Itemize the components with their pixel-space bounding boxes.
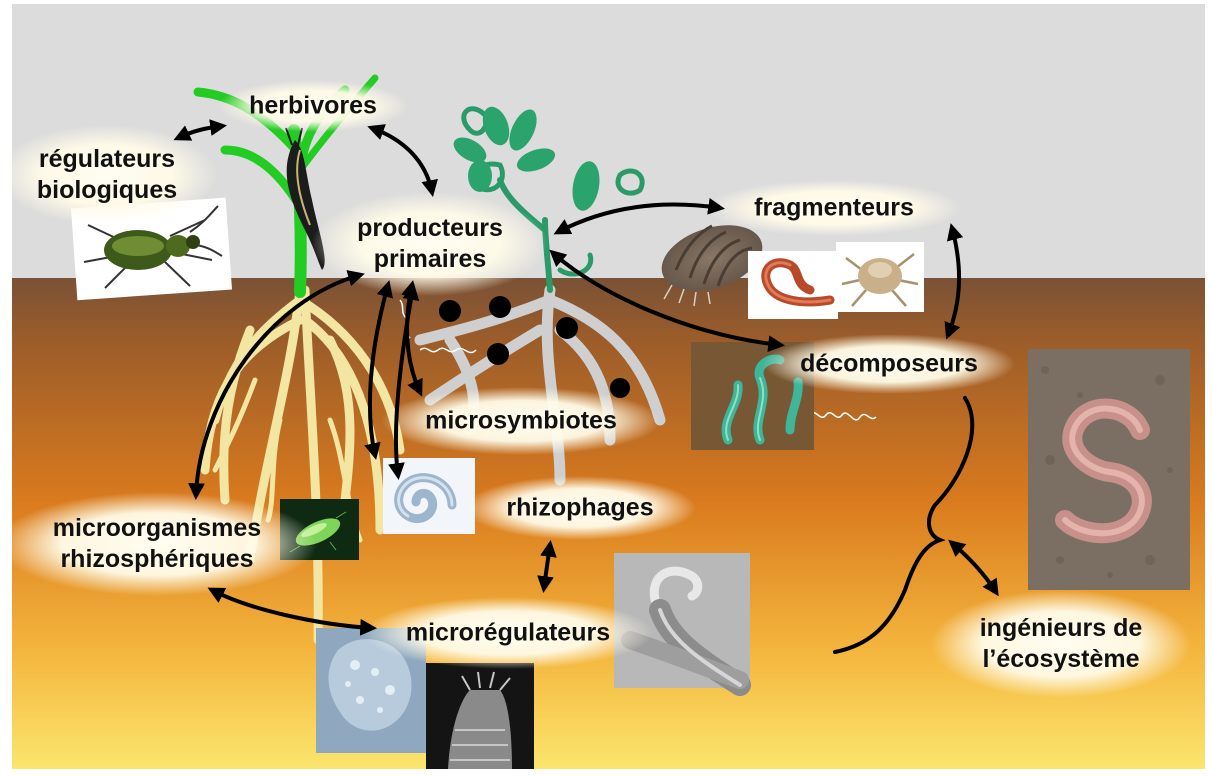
label-fragmenteurs: fragmenteurs [754,193,914,224]
label-producteurs-primaires: producteurs primaires [357,213,503,275]
label-microorganismes-rhizospheriques: microorganismes rhizosphériques [53,513,261,575]
label-regulateurs-biologiques: régulateurs biologiques [37,144,177,206]
earthworm-photo-icon [1028,349,1190,590]
label-herbivores: herbivores [249,91,377,122]
label-ingenieurs-ecosysteme: ingénieurs de l’écosystème [980,613,1143,675]
mite-icon [836,242,924,312]
label-rhizophages: rhizophages [506,493,653,524]
label-microsymbiotes: microsymbiotes [425,406,617,437]
label-microregulateurs: microrégulateurs [406,618,610,649]
red-earthworm-icon [748,251,838,319]
label-decomposeurs: décomposeurs [800,349,978,380]
nematode-head-icon [426,663,534,769]
